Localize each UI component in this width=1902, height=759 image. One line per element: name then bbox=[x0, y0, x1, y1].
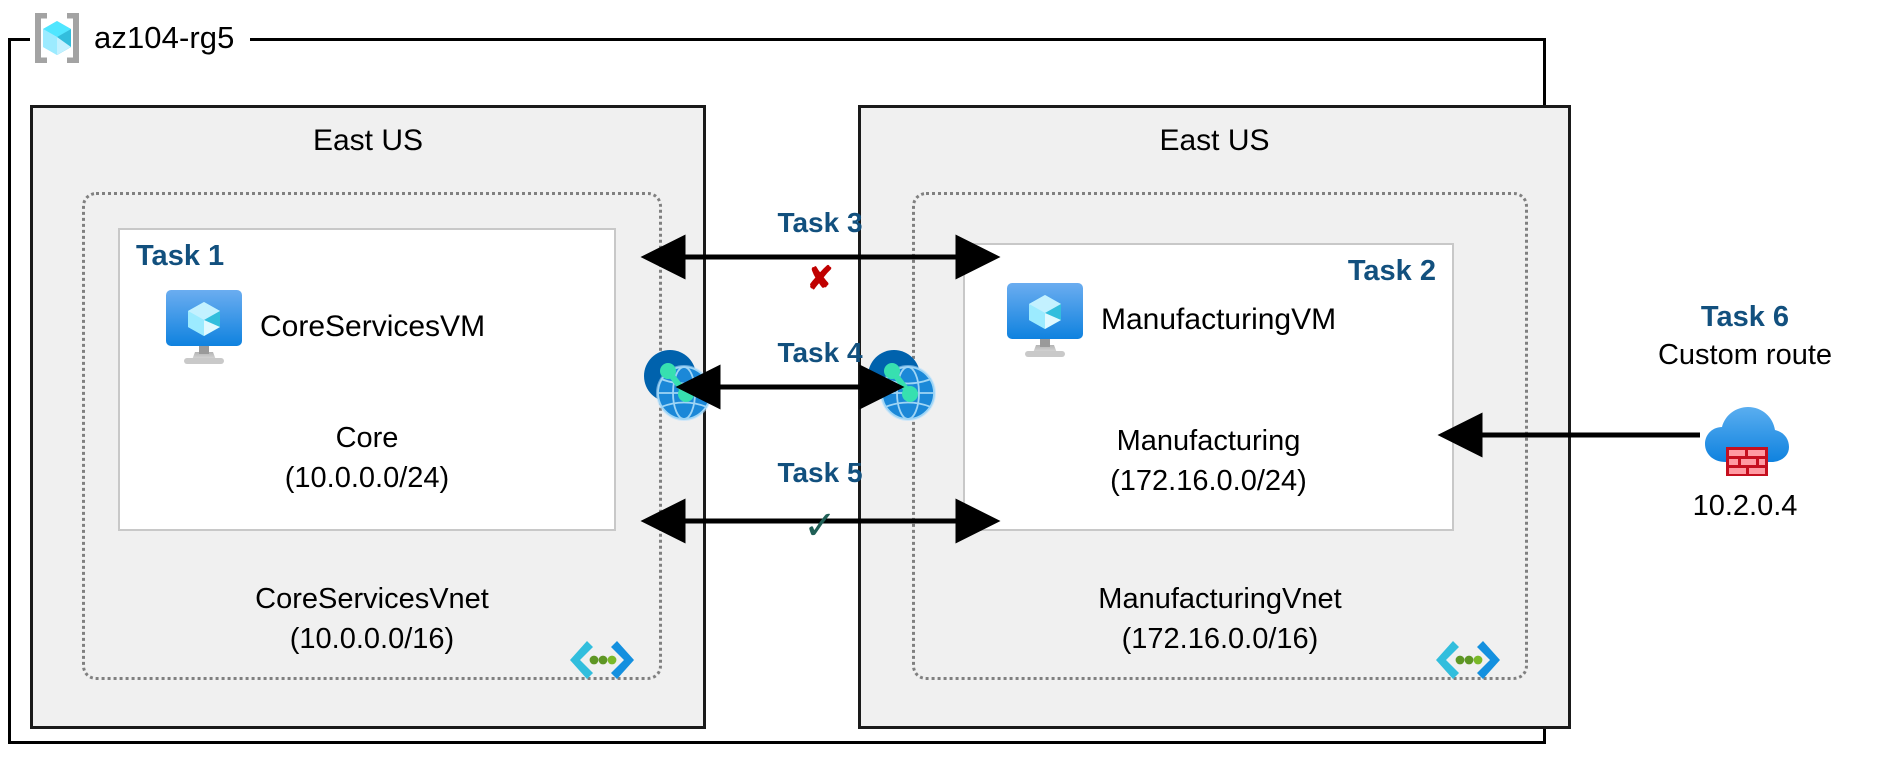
subnet-name-core: Core bbox=[335, 422, 399, 454]
vnet-code-icon bbox=[567, 637, 637, 683]
task-mark-3-x: ✘ bbox=[806, 260, 834, 296]
task-mark-5-check: ✓ bbox=[803, 504, 837, 548]
task-tag-6: Task 6 bbox=[1700, 301, 1790, 333]
region-label-right: East US bbox=[1159, 124, 1270, 157]
vm-manufacturing: ManufacturingVM bbox=[1003, 281, 1336, 359]
task-tag-2: Task 2 bbox=[1347, 255, 1436, 287]
resource-group-icon bbox=[30, 10, 84, 66]
task-label-4: Task 4 bbox=[777, 337, 863, 368]
task6-subtitle: Custom route bbox=[1657, 339, 1833, 371]
task-label-3: Task 3 bbox=[777, 207, 863, 238]
subnet-box-manufacturing: Task 2 bbox=[963, 243, 1454, 531]
subnet-label-manufacturing: Manufacturing (172.16.0.0/24) bbox=[965, 421, 1452, 501]
vm-name-manufacturing: ManufacturingVM bbox=[1101, 303, 1337, 336]
subnet-box-core: Task 1 bbox=[118, 228, 616, 531]
vm-name-core: CoreServicesVM bbox=[260, 310, 486, 343]
vm-core-services: CoreServicesVM bbox=[162, 288, 485, 366]
task6-block: Task 6 Custom route bbox=[1625, 298, 1865, 374]
region-label-left: East US bbox=[312, 124, 424, 157]
task-label-5: Task 5 bbox=[777, 457, 863, 488]
virtual-machine-icon bbox=[162, 288, 246, 366]
subnet-label-core: Core (10.0.0.0/24) bbox=[120, 418, 614, 498]
subnet-name-manufacturing: Manufacturing bbox=[1116, 425, 1301, 457]
subnet-cidr-manufacturing: (172.16.0.0/24) bbox=[1110, 465, 1307, 497]
firewall-ip-label: 10.2.0.4 bbox=[1692, 490, 1798, 522]
firewall-icon bbox=[1700, 400, 1792, 480]
virtual-machine-icon bbox=[1003, 281, 1087, 359]
vnet-code-icon bbox=[1433, 637, 1503, 683]
resource-group-title: az104-rg5 bbox=[30, 8, 235, 68]
resource-group-name: az104-rg5 bbox=[94, 20, 235, 55]
task-tag-1: Task 1 bbox=[136, 240, 225, 272]
subnet-cidr-core: (10.0.0.0/24) bbox=[284, 462, 450, 494]
